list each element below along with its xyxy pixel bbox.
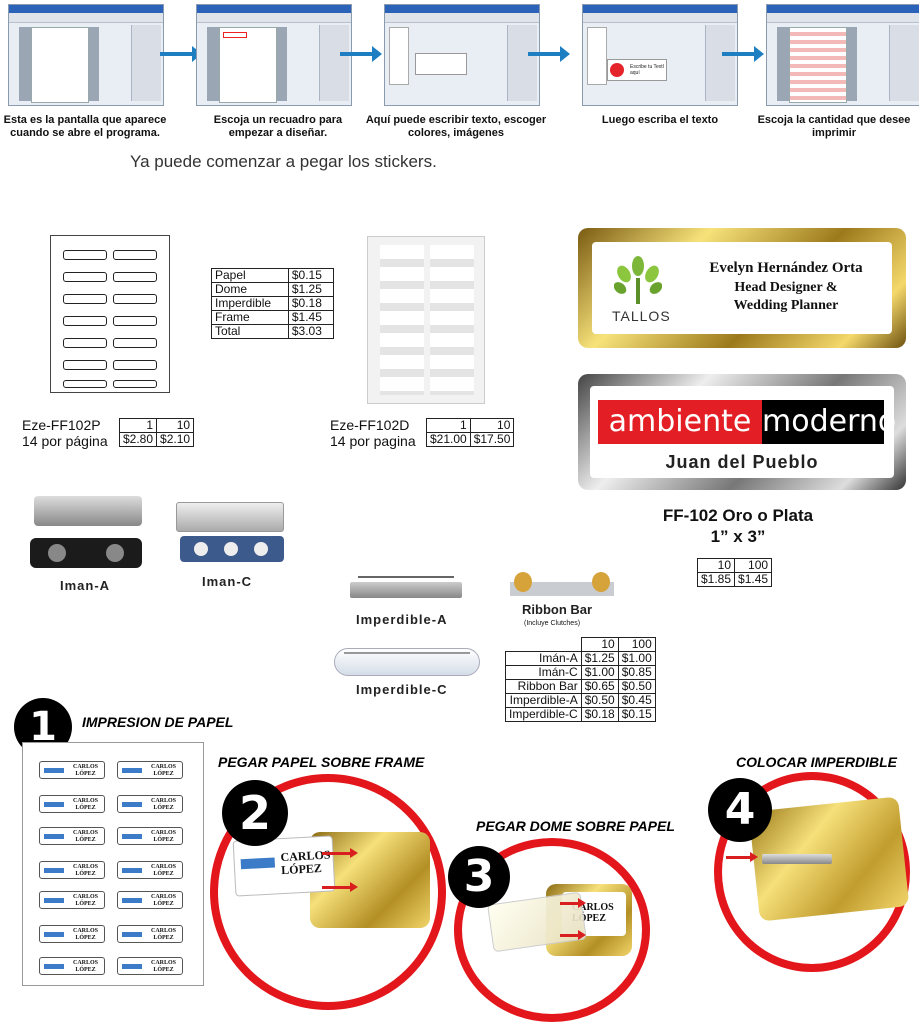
red-arrow-icon [560,930,586,940]
step-title-3: PEGAR DOME SOBRE PAPEL [476,818,675,834]
step-5-caption: Escoja la cantidad que desee imprimir [757,114,911,139]
iman-c-image [174,502,286,568]
lead-text: Ya puede comenzar a pegar los stickers. [130,152,437,171]
silver-badge: ambiente moderno Juan del Pueblo [578,374,906,490]
imperdible-a-label: Imperdible-A [356,612,448,627]
table-row: Papel$0.15 [211,268,335,283]
red-arrow-icon [322,882,358,892]
table-row: Imperdible-A$0.50$0.45 [505,693,656,708]
arrow-icon [528,46,570,62]
step-4-screenshot: Escribe tu Textl aquí [582,4,738,106]
red-arrow-icon [560,898,586,908]
table-row: Ribbon Bar$0.65$0.50 [505,679,656,694]
table-row: Imperdible$0.18 [211,296,335,311]
red-arrow-icon [726,852,758,862]
step-title-2: PEGAR PAPEL SOBRE FRAME [218,754,425,770]
frame-title: FF-102 Oro o Plata [662,506,814,525]
table-row: Total$3.03 [211,324,335,339]
arrow-icon [340,46,382,62]
cost-table: Papel$0.15 Dome$1.25 Imperdible$0.18 Fra… [211,268,335,339]
table-row: Imán-A$1.25$1.00 [505,651,656,666]
table-row: Frame$1.45 [211,310,335,325]
table-row: Imperdible-C$0.18$0.15 [505,707,656,722]
dome-code: Eze-FF102D 14 por pagina [330,417,416,449]
imperdible-c-image [334,648,480,678]
step-5-screenshot [766,4,919,106]
step-number-3: 3 [448,846,510,908]
sample-text: Escribe tu Textl aquí [630,64,664,76]
table-row: Imán-C$1.00$0.85 [505,665,656,680]
arrow-icon [722,46,764,62]
badge-line1: Head Designer & [734,280,838,295]
arrow-icon [160,46,202,62]
ribbon-note: (Incluye Clutches) [524,620,581,627]
tree-logo-icon [613,254,663,304]
step-number-2: 2 [222,780,288,846]
step-title-4: COLOCAR IMPERDIBLE [736,754,897,770]
ribbon-bar-label: Ribbon Bar [522,602,593,617]
badge-name: Evelyn Hernández Orta [709,260,863,276]
dome-sheet [367,236,485,404]
step-1-caption: Esta es la pantalla que aparece cuando s… [3,114,167,139]
brand-word-2: moderno [762,404,897,439]
badge-name: Juan del Pueblo [665,452,819,472]
red-arrow-icon [322,848,358,858]
badge-logo-text: TALLOS [612,308,671,324]
step-4-caption: Luego escriba el texto [601,114,719,126]
step-1-screenshot [8,4,164,106]
imperdible-c-label: Imperdible-C [356,682,448,697]
step-3-screenshot [384,4,540,106]
gold-badge: TALLOS Evelyn Hernández Orta Head Design… [578,228,906,348]
step-2-screenshot [196,4,352,106]
imperdible-a-image [350,572,462,602]
step-2-caption: Escoja un recuadro para empezar a diseña… [213,114,343,139]
step-title-1: IMPRESION DE PAPEL [82,714,234,730]
badge-line2: Wedding Planner [733,298,839,313]
table-row: Dome$1.25 [211,282,335,297]
step-3-caption: Aquí puede escribir texto, escoger color… [365,114,547,139]
step-number-4: 4 [708,778,772,842]
frame-size: 1” x 3” [710,527,766,546]
brand-word-1: ambiente [608,404,752,439]
iman-c-label: Iman-C [202,574,253,589]
ribbon-bar-image [510,572,614,600]
iman-a-label: Iman-A [60,578,111,593]
iman-a-image [30,496,142,572]
paper-sheet [50,235,170,393]
paper-code: Eze-FF102P 14 por página [22,417,108,449]
